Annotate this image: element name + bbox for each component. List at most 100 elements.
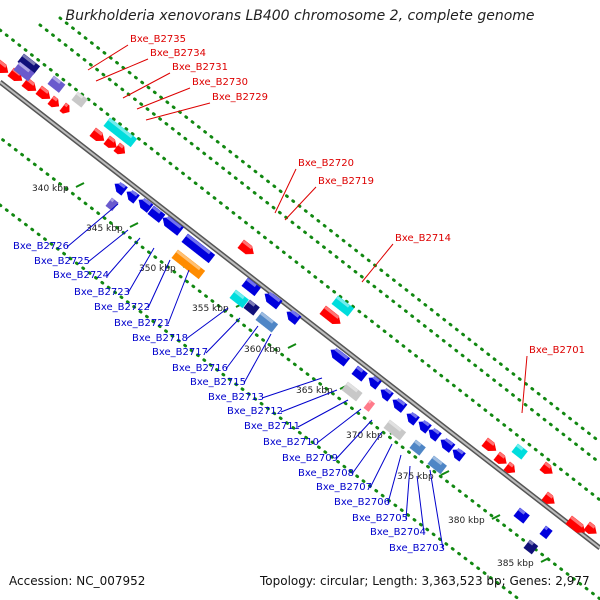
gene-label: Bxe_B2731 bbox=[172, 62, 228, 73]
gene-highlight bbox=[384, 387, 392, 395]
gene-arrow bbox=[0, 59, 9, 74]
gene-label: Bxe_B2705 bbox=[352, 513, 408, 524]
gene-shape bbox=[255, 311, 279, 333]
gene-shape bbox=[229, 289, 249, 309]
gene-highlight bbox=[234, 290, 245, 300]
gene-block bbox=[363, 399, 376, 412]
gene-block bbox=[427, 455, 447, 475]
gene-highlight bbox=[456, 447, 464, 455]
gene-block bbox=[383, 419, 407, 441]
gene-arrow bbox=[47, 95, 60, 108]
gene-highlight bbox=[110, 198, 115, 203]
gene-highlight bbox=[242, 240, 253, 250]
label-leader bbox=[122, 72, 171, 99]
label-leader bbox=[361, 243, 394, 283]
gene-arrow bbox=[503, 461, 516, 474]
label-leader bbox=[147, 259, 171, 309]
label-leader bbox=[297, 399, 349, 428]
gene-highlight bbox=[176, 250, 201, 271]
gene-shape bbox=[363, 399, 376, 412]
gene-highlight bbox=[268, 291, 281, 303]
gene-block bbox=[341, 381, 363, 402]
gene-highlight bbox=[422, 419, 430, 427]
track-guide bbox=[0, 135, 600, 600]
label-leader bbox=[280, 389, 338, 413]
scale-label: 380 kbp bbox=[448, 516, 485, 526]
gene-label: Bxe_B2735 bbox=[130, 34, 186, 45]
gene-label: Bxe_B2703 bbox=[389, 543, 445, 554]
track-guide bbox=[0, 203, 522, 600]
gene-arrow bbox=[493, 451, 507, 464]
gene-shape bbox=[406, 413, 420, 426]
gene-label: Bxe_B2734 bbox=[150, 48, 206, 59]
gene-highlight bbox=[52, 76, 62, 84]
scale-label: 385 kbp bbox=[497, 559, 534, 569]
gene-highlight bbox=[498, 452, 506, 459]
scale-tick bbox=[491, 514, 501, 520]
gene-arrow bbox=[380, 387, 394, 402]
gene-label: Bxe_B2711 bbox=[244, 421, 300, 432]
gene-highlight bbox=[40, 86, 50, 94]
gene-label: Bxe_B2729 bbox=[212, 92, 268, 103]
chromosome-backbone-highlight bbox=[0, 81, 600, 549]
label-leader bbox=[405, 465, 411, 520]
gene-arrow bbox=[162, 215, 184, 236]
gene-highlight bbox=[444, 437, 454, 446]
gene-arrow bbox=[440, 437, 456, 453]
label-leader bbox=[167, 269, 190, 325]
gene-highlight bbox=[528, 540, 534, 546]
gene-shape bbox=[513, 507, 530, 524]
gene-arrow bbox=[392, 397, 408, 413]
gene-shape bbox=[0, 59, 9, 74]
label-leader bbox=[261, 377, 323, 399]
gene-shape bbox=[21, 77, 37, 92]
gene-shape bbox=[181, 233, 216, 264]
gene-shape bbox=[241, 277, 261, 297]
topology-label: Topology: circular; Length: 3,363,523 bp… bbox=[260, 574, 590, 588]
gene-arrow bbox=[481, 437, 497, 452]
label-leader bbox=[284, 186, 317, 221]
gene-arrow bbox=[368, 375, 382, 390]
gene-highlight bbox=[346, 382, 359, 393]
gene-highlight bbox=[544, 462, 552, 469]
gene-arrow bbox=[35, 85, 51, 100]
gene-arrow bbox=[428, 427, 442, 442]
gene-label: Bxe_B2717 bbox=[152, 347, 208, 358]
gene-label: Bxe_B2715 bbox=[190, 377, 246, 388]
gene-shape bbox=[341, 381, 363, 402]
gene-highlight bbox=[368, 400, 372, 404]
gene-highlight bbox=[486, 438, 496, 446]
scale-label: 345 kbp bbox=[86, 224, 123, 234]
gene-label: Bxe_B2710 bbox=[263, 437, 319, 448]
gene-arrow bbox=[138, 197, 154, 213]
gene-highlight bbox=[152, 206, 162, 214]
gene-arrow bbox=[452, 447, 466, 462]
gene-arrow bbox=[541, 491, 555, 504]
gene-block bbox=[103, 117, 138, 148]
gene-shape bbox=[481, 437, 497, 452]
gene-arrow bbox=[126, 189, 140, 204]
scale-tick bbox=[287, 343, 297, 349]
gene-label: Bxe_B2719 bbox=[318, 176, 374, 187]
gene-label: Bxe_B2701 bbox=[529, 345, 585, 356]
scale-label: 340 kbp bbox=[32, 184, 69, 194]
gene-block bbox=[13, 61, 35, 82]
gene-block bbox=[409, 439, 426, 456]
gene-label: Bxe_B2726 bbox=[13, 241, 69, 252]
gene-shape bbox=[35, 85, 51, 100]
gene-highlight bbox=[546, 492, 554, 499]
label-leader bbox=[243, 333, 272, 384]
gene-highlight bbox=[248, 300, 256, 307]
gene-highlight bbox=[260, 312, 274, 324]
map-title: Burkholderia xenovorans LB400 chromosome… bbox=[65, 8, 535, 24]
scale-tick bbox=[75, 182, 85, 188]
gene-arrow bbox=[286, 309, 302, 325]
gene-highlight bbox=[118, 143, 124, 149]
gene-arrow bbox=[21, 77, 37, 92]
label-leader bbox=[225, 325, 259, 370]
gene-shape bbox=[511, 443, 528, 460]
label-leader bbox=[127, 247, 155, 294]
gene-highlight bbox=[94, 128, 104, 136]
label-leader bbox=[145, 102, 211, 121]
